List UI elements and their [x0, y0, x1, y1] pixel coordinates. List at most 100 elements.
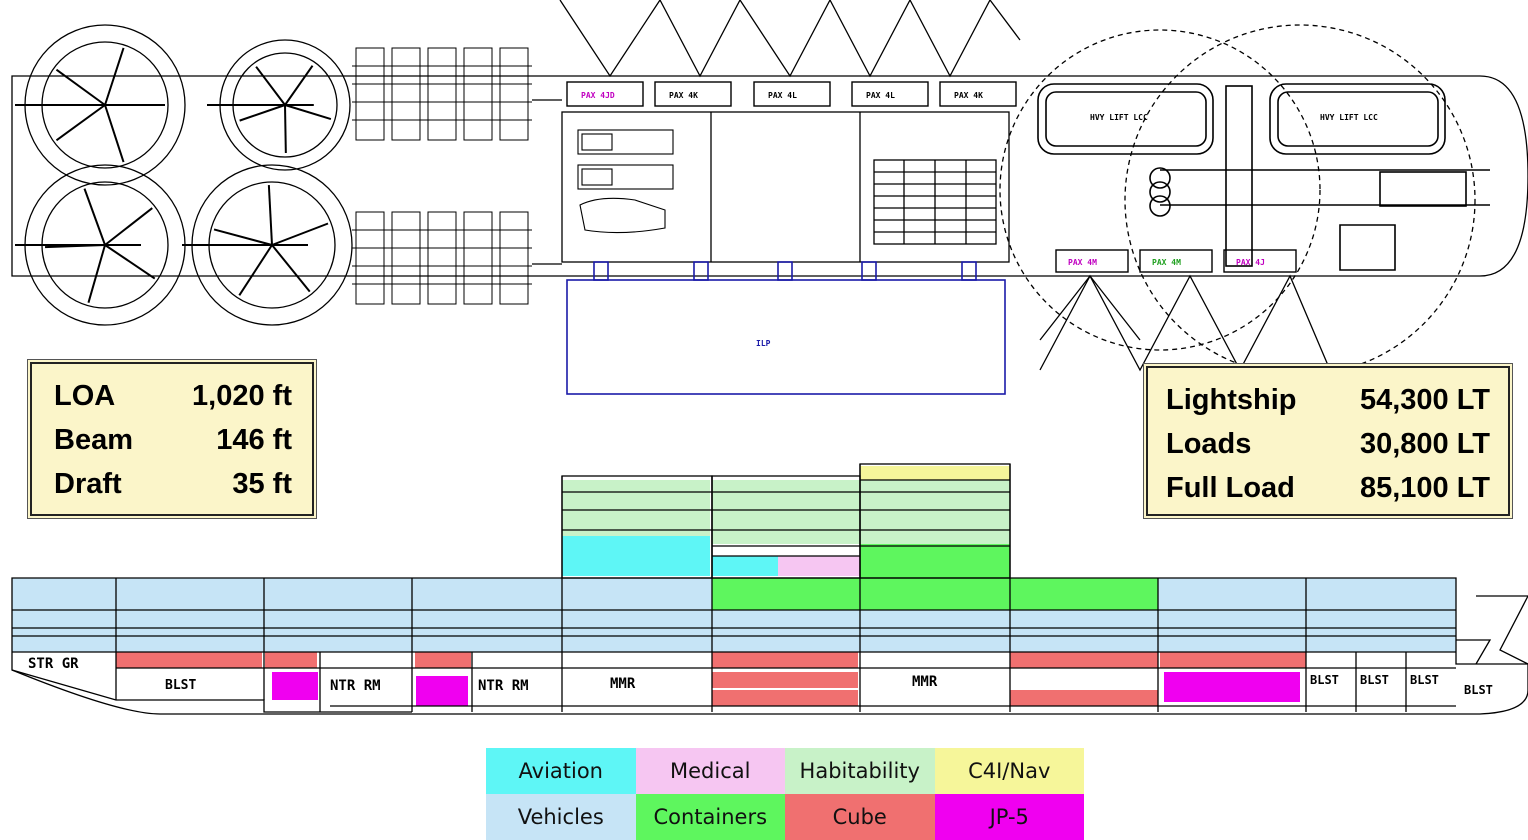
- pax-box-label: PAX 4L: [866, 91, 895, 100]
- catapult-lines-bottom-2: [1039, 274, 1141, 341]
- legend-item: Aviation: [486, 748, 636, 794]
- blst-aft-label-2: BLST: [1360, 673, 1389, 687]
- elevator-label: ILP: [756, 339, 771, 348]
- ntr-rm-label-1: NTR RM: [330, 678, 381, 694]
- dimension-value: 146 ft: [216, 424, 292, 456]
- legend-item: Cube: [785, 794, 935, 840]
- weight-row: Loads 30,800 LT: [1166, 422, 1490, 466]
- weight-label: Full Load: [1166, 472, 1295, 504]
- mmr-label-2: MMR: [912, 674, 938, 690]
- parked-aircraft-outline: [499, 211, 529, 305]
- inboard-profile: STR GR BLST NTR RM NTR RM MMR MMR BLST B…: [11, 463, 1528, 715]
- mmr-label-1: MMR: [610, 676, 636, 692]
- weight-row: Lightship 54,300 LT: [1166, 378, 1490, 422]
- weight-value: 54,300 LT: [1359, 384, 1490, 416]
- dimension-label: Draft: [54, 468, 122, 500]
- cargo-grid: [873, 159, 997, 245]
- rotor-blade: [83, 188, 106, 246]
- rotor-blade: [55, 68, 106, 106]
- elevator-area: [566, 279, 1006, 395]
- legend-item: Vehicles: [486, 794, 636, 840]
- parked-aircraft-outline: [427, 47, 457, 141]
- pax-box: [939, 81, 1017, 107]
- rotor-blade: [284, 104, 287, 154]
- legend-item: Habitability: [785, 748, 935, 794]
- dimension-row: LOA 1,020 ft: [54, 374, 292, 418]
- pax-box: [1223, 249, 1297, 273]
- pax-box-label: PAX 4M: [1068, 258, 1097, 267]
- helicopter-spots: [24, 24, 353, 326]
- pax-box: [753, 81, 831, 107]
- weights-box: Lightship 54,300 LT Loads 30,800 LT Full Loa…: [1146, 366, 1510, 516]
- rotor-blade: [104, 104, 125, 163]
- rotor-blade: [104, 244, 156, 280]
- weight-label: Lightship: [1166, 384, 1297, 416]
- weight-value: 30,800 LT: [1359, 428, 1490, 460]
- blst-label: BLST: [165, 678, 196, 693]
- turn-radius-circle-2: [1124, 24, 1476, 376]
- heavy-lift-vehicles: [1037, 83, 1490, 271]
- rotor-blade: [239, 104, 286, 122]
- rotor-blade: [255, 66, 286, 106]
- weight-label: Loads: [1166, 428, 1252, 460]
- dimension-row: Beam 146 ft: [54, 418, 292, 462]
- heavy-lift-label-1: HVY LIFT LCC: [1090, 113, 1148, 122]
- rotor-blade: [104, 207, 153, 246]
- parked-aircraft-outline: [355, 211, 385, 305]
- catapult-lines-top: [559, 0, 1021, 78]
- dimension-label: Beam: [54, 424, 133, 456]
- parked-aircraft-outline: [391, 211, 421, 305]
- legend-item: C4I/Nav: [934, 748, 1084, 794]
- weight-row: Full Load 85,100 LT: [1166, 466, 1490, 510]
- dimension-row: Draft 35 ft: [54, 462, 292, 506]
- pax-box: [654, 81, 732, 107]
- parked-aircraft-outline: [355, 47, 385, 141]
- rotor-blade: [238, 244, 273, 296]
- rotor-blade: [55, 104, 106, 142]
- pax-box-label: PAX 4J: [1236, 258, 1265, 267]
- parked-aircraft-outline: [427, 211, 457, 305]
- hangar-vehicles: [577, 129, 674, 234]
- pax-box: [1139, 249, 1213, 273]
- blst-aft-label-3: BLST: [1410, 673, 1439, 687]
- parked-aircraft-outline: [463, 211, 493, 305]
- parked-aircraft: [352, 47, 562, 305]
- heavy-lift-label-2: HVY LIFT LCC: [1320, 113, 1378, 122]
- parked-aircraft-outline: [391, 47, 421, 141]
- rotor-blade: [271, 244, 311, 293]
- legend-item: Containers: [635, 794, 785, 840]
- blst-aft-label-1: BLST: [1310, 673, 1339, 687]
- deck-text: HVY LIFT LCC HVY LIFT LCC ILP: [756, 113, 1378, 348]
- pax-box: [1055, 249, 1129, 273]
- rotor-blade: [87, 244, 106, 303]
- rotor-blades: [15, 47, 332, 303]
- pax-box-label: PAX 4L: [768, 91, 797, 100]
- dimension-label: LOA: [54, 380, 116, 412]
- rotor-blade: [267, 185, 273, 246]
- pax-box: [851, 81, 929, 107]
- rotor-blade: [213, 228, 273, 246]
- rotor-blade: [104, 47, 125, 106]
- pax-box-label: PAX 4K: [669, 91, 698, 100]
- pax-box-label: PAX 4K: [954, 91, 983, 100]
- rotor-blade: [284, 65, 314, 106]
- dimension-value: 1,020 ft: [192, 380, 292, 412]
- hangar-block: [561, 111, 1010, 263]
- pax-box: [566, 81, 644, 107]
- elevator-connectors: [593, 261, 977, 281]
- str-gr-label: STR GR: [28, 656, 79, 672]
- rotor-blade: [271, 222, 329, 246]
- turn-radius-circle-1: [999, 29, 1321, 351]
- dimensions-box: LOA 1,020 ft Beam 146 ft Draft 35 ft: [30, 362, 314, 516]
- weight-value: 85,100 LT: [1359, 472, 1490, 504]
- rotor-blade: [284, 104, 332, 120]
- legend-item: Medical: [635, 748, 785, 794]
- dimension-value: 35 ft: [232, 468, 292, 500]
- ntr-rm-label-2: NTR RM: [478, 678, 529, 694]
- catapult-lines-bottom: [1039, 274, 1331, 372]
